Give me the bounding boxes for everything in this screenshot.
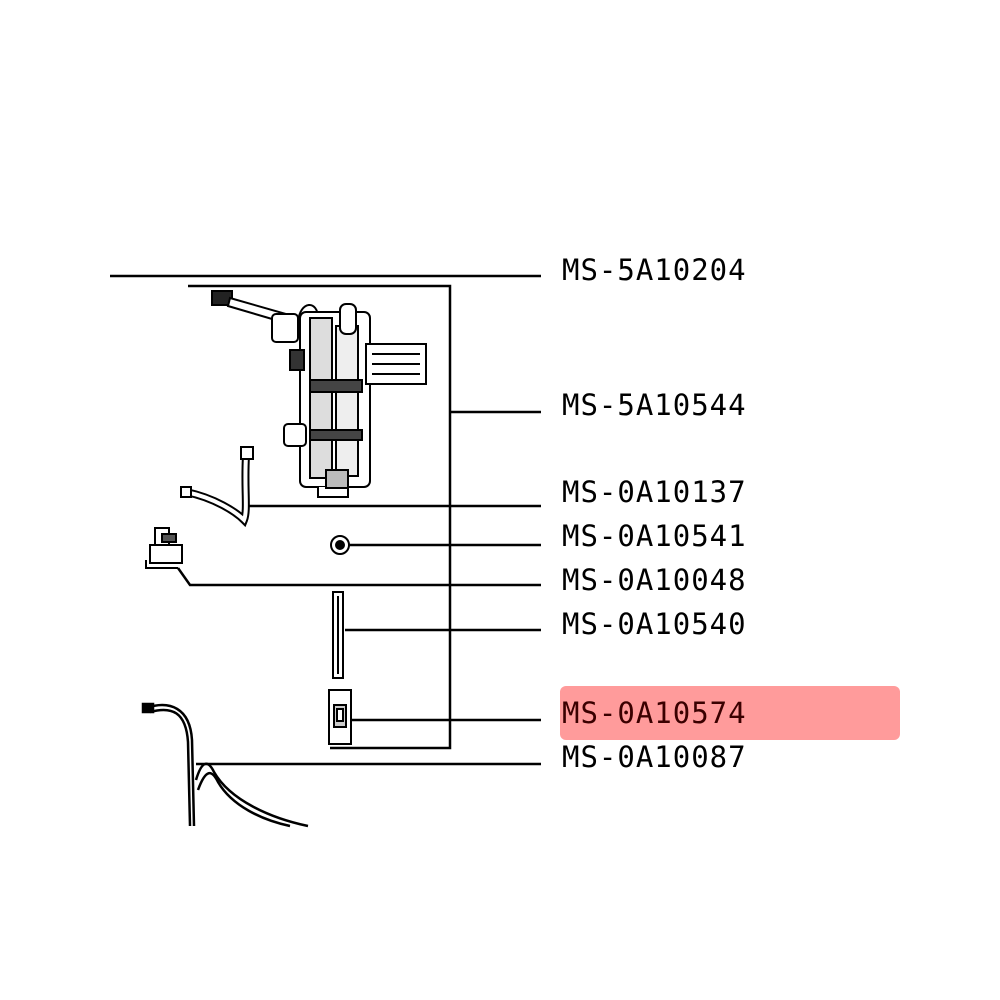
part-label-ms-0a10137[interactable]: MS-0A10137 (562, 475, 747, 509)
pin-illustration (332, 591, 344, 679)
part-label-ms-0a10540[interactable]: MS-0A10540 (562, 607, 747, 641)
highlight-box (560, 686, 900, 740)
clip-illustration (328, 689, 352, 745)
hose-illustration (180, 446, 254, 528)
part-label-ms-0a10087[interactable]: MS-0A10087 (562, 740, 747, 774)
part-label-ms-5a10544[interactable]: MS-5A10544 (562, 388, 747, 422)
cable-illustration (141, 702, 309, 828)
leader-lines (110, 274, 541, 766)
assembly-bracket (188, 284, 452, 750)
valve-assembly-illustration (211, 290, 427, 498)
nut-illustration (330, 535, 350, 555)
part-label-ms-0a10048[interactable]: MS-0A10048 (562, 563, 747, 597)
part-label-ms-5a10204[interactable]: MS-5A10204 (562, 253, 747, 287)
part-label-ms-0a10574[interactable]: MS-0A10574 (562, 696, 747, 730)
leader-line-ms-0a10048 (176, 567, 541, 587)
part-label-ms-0a10541[interactable]: MS-0A10541 (562, 519, 747, 553)
connector-illustration (145, 527, 183, 569)
